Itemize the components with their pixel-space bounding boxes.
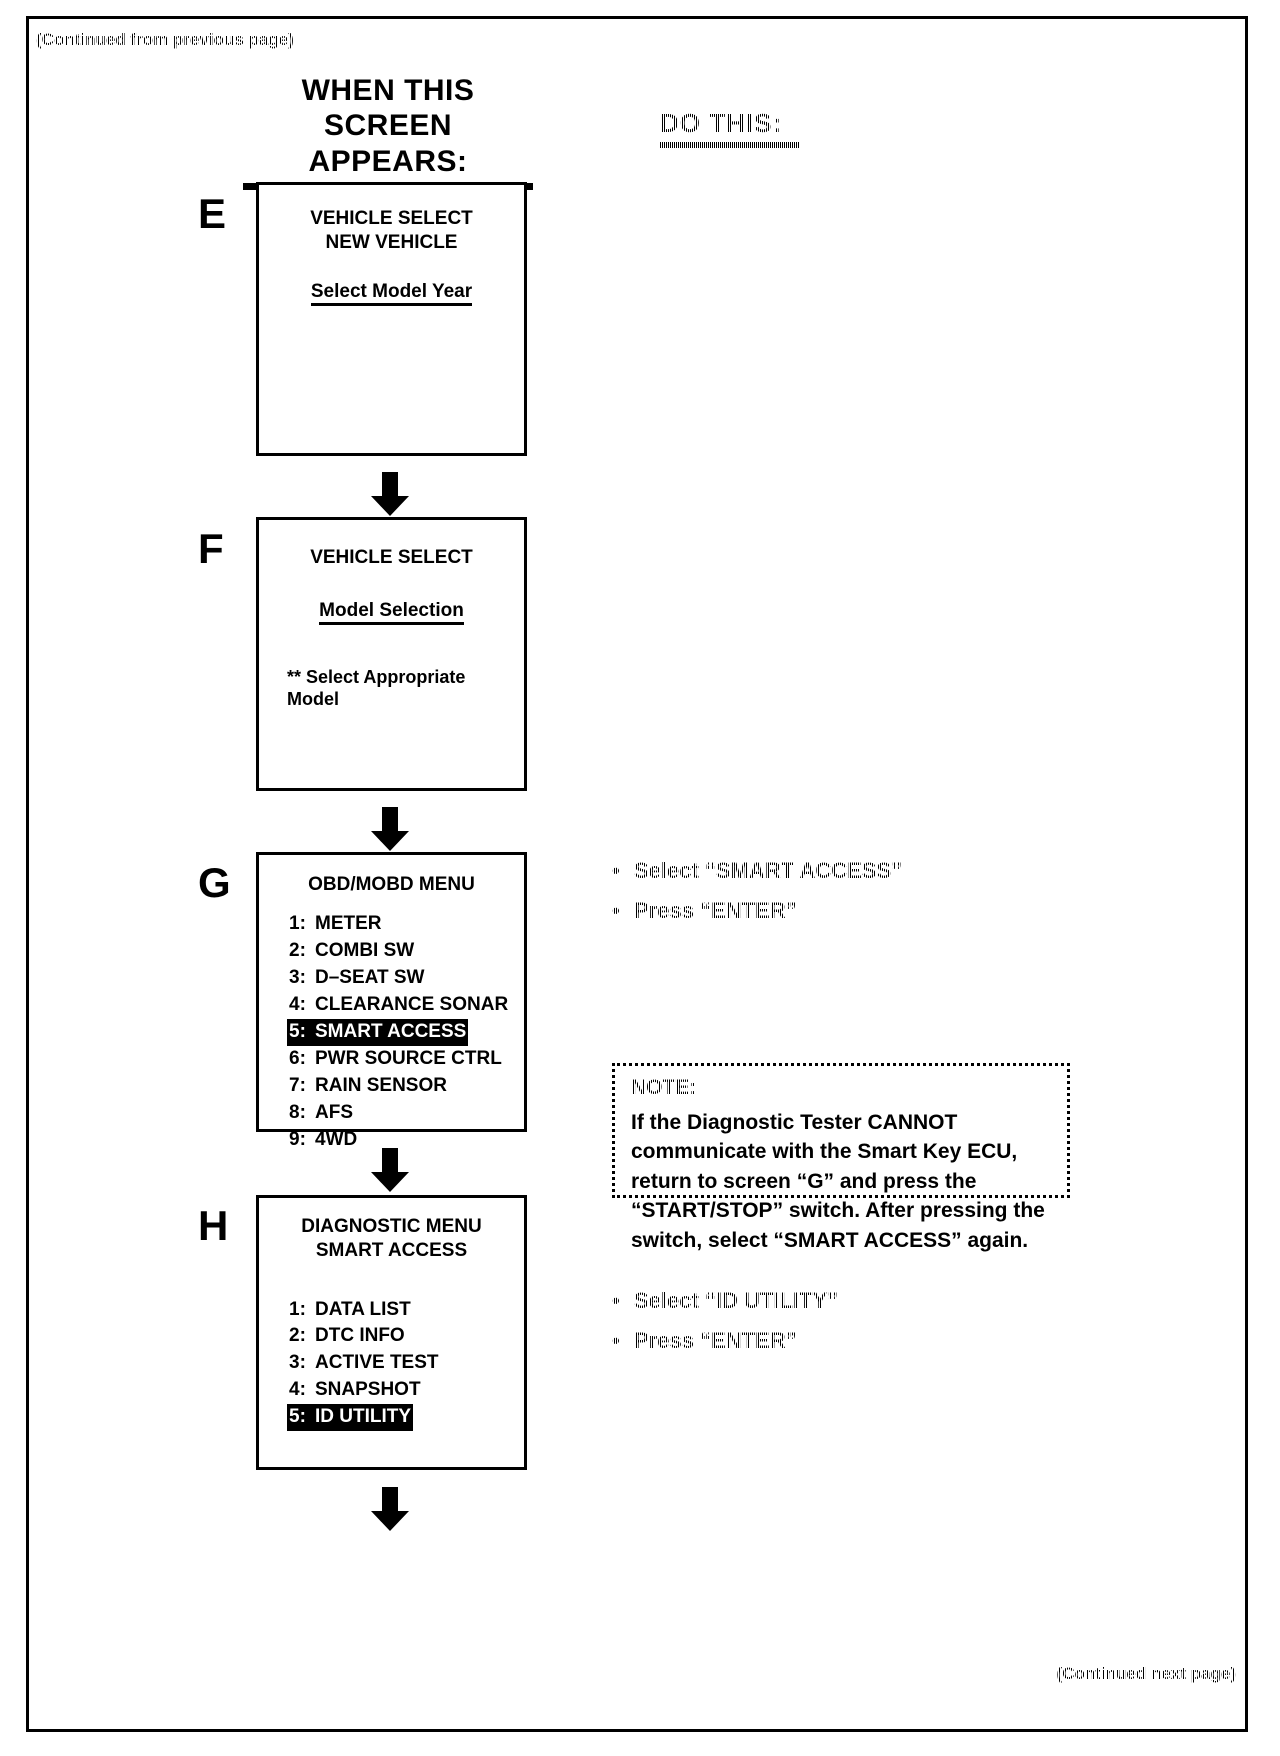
menu-item-label: SNAPSHOT [315,1379,421,1401]
menu-item-number: 7: [289,1074,306,1096]
down-arrow-icon-h-to-next-page [371,1487,409,1531]
menu-item-number: 3: [289,1352,306,1374]
column-heading-when-screen-appears: WHEN THIS SCREEN APPEARS: [243,73,533,191]
screen-f-subtitle-text: Model Selection [319,599,464,625]
screen-box-h: DIAGNOSTIC MENU SMART ACCESS 1: DATA LIST… [256,1195,527,1470]
menu-item-label: DTC INFO [315,1325,405,1347]
heading-line-1: WHEN THIS [301,74,475,107]
menu-item-smart-access-selected[interactable]: 5: SMART ACCESS [287,1018,469,1046]
screen-e-subtitle: Select Model Year [259,280,524,306]
menu-item-label: AFS [315,1101,353,1123]
instruction-press-enter: • Press “ENTER” [612,900,902,922]
screen-h-title-line-2: SMART ACCESS [315,1239,468,1261]
screen-h-menu: 1: DATA LIST 2: DTC INFO 3: ACTIVE TEST 4: S… [287,1297,524,1432]
bullet-icon: • [612,858,620,883]
menu-item-rain-sensor[interactable]: 7: RAIN SENSOR [287,1073,524,1100]
menu-item-label: COMBI SW [315,939,415,961]
menu-item-id-utility-selected[interactable]: 5: ID UTILITY [287,1404,414,1432]
instruction-select-smart-access: • Select “SMART ACCESS” [612,860,902,882]
heading-line-2: SCREEN APPEARS: [308,109,468,178]
menu-item-pwr-source-ctrl[interactable]: 6: PWR SOURCE CTRL [287,1046,524,1073]
screen-box-f: VEHICLE SELECT Model Selection ** Select… [256,517,527,791]
menu-item-d-seat-sw[interactable]: 3: D–SEAT SW [287,965,524,992]
menu-item-label: ACTIVE TEST [315,1352,439,1374]
step-letter-e: E [198,190,227,237]
screen-e-title-line-2: NEW VEHICLE [325,231,458,253]
note-body: If the Diagnostic Tester CANNOT communic… [631,1111,1045,1252]
menu-item-combi-sw[interactable]: 2: COMBI SW [287,938,524,965]
instruction-press-enter-h: • Press “ENTER” [612,1330,838,1352]
screen-f-title: VEHICLE SELECT [259,546,524,570]
screen-g-menu: 1: METER 2: COMBI SW 3: D–SEAT SW 4: CLEARAN… [287,911,524,1154]
menu-item-label: ID UTILITY [315,1406,412,1428]
continued-from-previous-page: (Continued from previous page) [36,30,294,49]
down-arrow-icon-e-to-f [371,472,409,516]
down-arrow-icon-g-to-h [371,1148,409,1192]
screen-f-note-line-2: Model [287,689,339,710]
menu-item-data-list[interactable]: 1: DATA LIST [287,1297,524,1324]
menu-item-number: 2: [289,939,306,961]
screen-g-title: OBD/MOBD MENU [259,873,524,897]
note-box: NOTE: If the Diagnostic Tester CANNOT co… [612,1063,1070,1252]
menu-item-number: 1: [289,1298,306,1320]
screen-f-title-line-1: VEHICLE SELECT [310,547,473,568]
menu-item-number: 9: [289,1128,306,1150]
menu-item-afs[interactable]: 8: AFS [287,1100,524,1127]
instruction-select-id-utility: • Select “ID UTILITY” [612,1290,838,1312]
menu-item-number: 4: [289,1379,306,1401]
menu-item-snapshot[interactable]: 4: SNAPSHOT [287,1377,524,1404]
menu-item-clearance-sonar[interactable]: 4: CLEARANCE SONAR [287,992,524,1019]
menu-item-4wd[interactable]: 9: 4WD [287,1127,524,1154]
menu-item-label: 4WD [315,1128,358,1150]
menu-item-label: PWR SOURCE CTRL [315,1047,502,1069]
instructions-for-step-h: • Select “ID UTILITY” • Press “ENTER” [612,1290,838,1370]
down-arrow-icon-f-to-g [371,807,409,851]
step-letter-h: H [198,1202,229,1249]
menu-item-number: 3: [289,966,306,988]
screen-e-title: VEHICLE SELECT NEW VEHICLE [259,207,524,255]
menu-item-label: METER [315,912,382,934]
screen-h-title-line-1: DIAGNOSTIC MENU [301,1216,482,1237]
menu-item-number: 2: [289,1325,306,1347]
screen-e-title-line-1: VEHICLE SELECT [310,208,473,229]
continued-next-page: (Continued next page) [1056,1664,1236,1683]
menu-item-active-test[interactable]: 3: ACTIVE TEST [287,1350,524,1377]
menu-item-dtc-info[interactable]: 2: DTC INFO [287,1323,524,1350]
screen-box-g: OBD/MOBD MENU 1: METER 2: COMBI SW 3: D–SEA… [256,852,527,1150]
step-letter-f: F [198,525,224,572]
instruction-text: Select “SMART ACCESS” [634,858,903,883]
step-letter-g: G [198,859,231,906]
instruction-text: Press “ENTER” [634,898,797,923]
menu-item-label: CLEARANCE SONAR [315,993,509,1015]
bullet-icon: • [612,1328,620,1353]
screen-g-title-line-1: OBD/MOBD MENU [308,874,475,895]
screen-f-note: ** Select Appropriate Model [287,666,524,711]
column-heading-do-this: DO THIS: [660,108,783,138]
menu-item-label: RAIN SENSOR [315,1074,447,1096]
instruction-text: Press “ENTER” [634,1328,797,1353]
instruction-text: Select “ID UTILITY” [634,1288,839,1313]
menu-item-number: 5: [289,1406,306,1428]
menu-item-label: DATA LIST [315,1298,411,1320]
instructions-for-step-g: • Select “SMART ACCESS” • Press “ENTER” [612,860,902,940]
menu-item-label: D–SEAT SW [315,966,425,988]
page-border [26,16,1248,1732]
menu-item-label: SMART ACCESS [315,1020,467,1042]
bullet-icon: • [612,1288,620,1313]
screen-box-e: VEHICLE SELECT NEW VEHICLE Select Model … [256,182,527,456]
menu-item-number: 8: [289,1101,306,1123]
screen-f-note-line-1: ** Select Appropriate [287,666,466,687]
menu-item-number: 6: [289,1047,306,1069]
menu-item-number: 4: [289,993,306,1015]
do-this-underline [660,142,800,148]
screen-h-title: DIAGNOSTIC MENU SMART ACCESS [259,1215,524,1263]
bullet-icon: • [612,898,620,923]
menu-item-number: 5: [289,1020,306,1042]
screen-f-subtitle: Model Selection [259,599,524,625]
screen-e-subtitle-text: Select Model Year [310,280,473,306]
note-label: NOTE: [631,1076,1053,1100]
menu-item-number: 1: [289,912,306,934]
menu-item-meter[interactable]: 1: METER [287,911,524,938]
